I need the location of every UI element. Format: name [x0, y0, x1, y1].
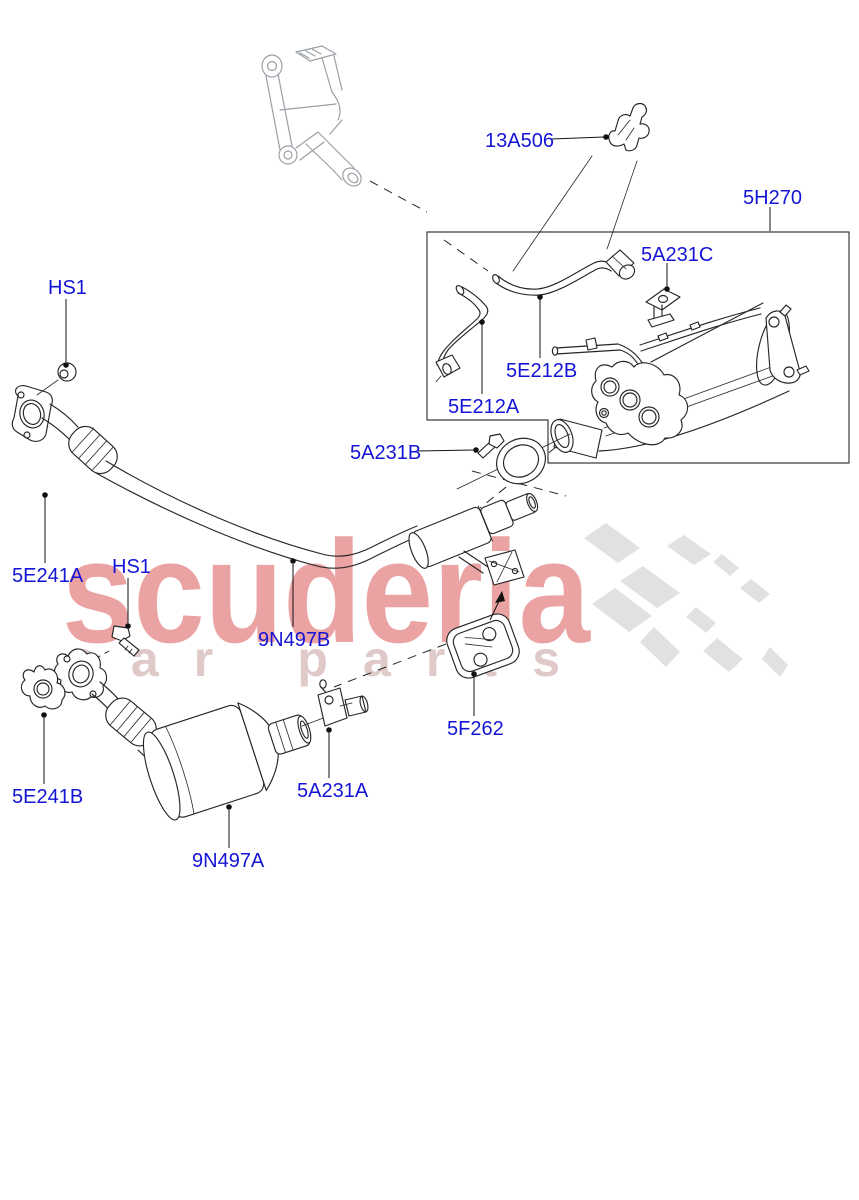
part-label-HS1-a[interactable]: HS1: [48, 277, 87, 299]
catalytic-converter-drawing: [20, 648, 327, 821]
sensor-tube-a-drawing: [435, 284, 489, 383]
mounting-bracket-a-drawing: [317, 679, 369, 727]
part-label-HS1-b[interactable]: HS1: [112, 556, 151, 578]
engine-bracket-drawing: [261, 45, 362, 187]
mounting-bracket-c-drawing: [645, 288, 681, 328]
part-label-5H270[interactable]: 5H270: [743, 187, 802, 209]
silencer-assembly-box: [426, 231, 850, 464]
part-label-5E241A[interactable]: 5E241A: [12, 565, 84, 587]
part-label-5E212B[interactable]: 5E212B: [506, 360, 578, 382]
part-label-5A231A[interactable]: 5A231A: [297, 780, 369, 802]
part-label-5E212A[interactable]: 5E212A: [448, 396, 520, 418]
part-label-5A231B[interactable]: 5A231B: [350, 442, 422, 464]
part-label-5E241B[interactable]: 5E241B: [12, 786, 84, 808]
part-label-13A506[interactable]: 13A506: [485, 130, 554, 152]
sensor-tube-b-drawing: [492, 249, 636, 296]
rear-silencer-drawing: [456, 302, 810, 490]
leader-lines: [41, 134, 771, 848]
checkered-flag: [584, 523, 788, 677]
rubber-hanger-drawing: [446, 591, 520, 679]
front-pipe-drawing: [11, 362, 539, 586]
part-label-5A231C[interactable]: 5A231C: [641, 244, 714, 266]
retainer-clip-drawing: [512, 102, 650, 272]
flange-bolt-drawing: [111, 625, 140, 657]
part-label-9N497A[interactable]: 9N497A: [192, 850, 265, 872]
part-label-9N497B[interactable]: 9N497B: [258, 629, 331, 651]
part-label-5F262[interactable]: 5F262: [447, 718, 504, 740]
exhaust-clamp-drawing: [477, 433, 546, 485]
